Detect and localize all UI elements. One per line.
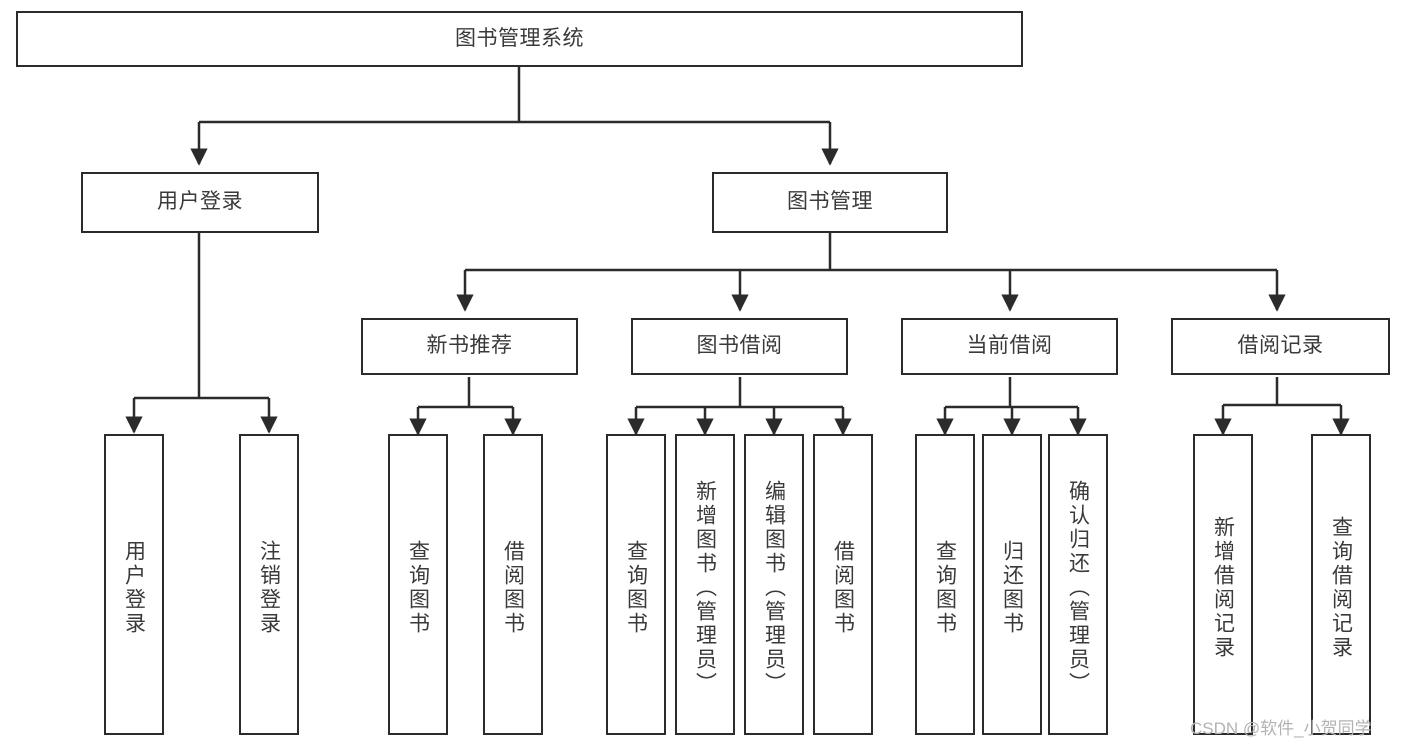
node-borrow-record[interactable]: 借阅记录	[1171, 318, 1390, 375]
node-new-book-rec[interactable]: 新书推荐	[361, 318, 578, 375]
node-leaf-edit-book[interactable]: 编辑图书（管理员）	[744, 434, 804, 735]
node-root-label: 图书管理系统	[455, 26, 584, 50]
node-root[interactable]: 图书管理系统	[16, 11, 1023, 67]
node-leaf-query-book-3-label: 查询图书	[933, 539, 957, 636]
node-leaf-query-record[interactable]: 查询借阅记录	[1311, 434, 1371, 735]
node-leaf-confirm-return[interactable]: 确认归还（管理员）	[1048, 434, 1108, 735]
node-leaf-edit-book-label: 编辑图书（管理员）	[762, 479, 786, 696]
node-book-manage[interactable]: 图书管理	[712, 172, 948, 233]
node-leaf-borrow-book-1[interactable]: 借阅图书	[483, 434, 543, 735]
node-current-borrow-label: 当前借阅	[966, 334, 1053, 358]
node-leaf-logout[interactable]: 注销登录	[239, 434, 299, 735]
node-leaf-confirm-return-label: 确认归还（管理员）	[1066, 479, 1090, 696]
node-leaf-user-login[interactable]: 用户登录	[104, 434, 164, 735]
node-leaf-add-book-label: 新增图书（管理员）	[693, 479, 717, 696]
node-leaf-query-record-label: 查询借阅记录	[1329, 515, 1353, 660]
node-leaf-query-book-2[interactable]: 查询图书	[606, 434, 666, 735]
node-book-borrow[interactable]: 图书借阅	[631, 318, 848, 375]
node-leaf-query-book-2-label: 查询图书	[624, 539, 648, 636]
node-leaf-query-book-1-label: 查询图书	[406, 539, 430, 636]
node-leaf-add-record[interactable]: 新增借阅记录	[1193, 434, 1253, 735]
node-borrow-record-label: 借阅记录	[1237, 334, 1324, 358]
node-user-login[interactable]: 用户登录	[81, 172, 319, 233]
node-book-manage-label: 图书管理	[787, 190, 873, 214]
node-leaf-return-book[interactable]: 归还图书	[982, 434, 1042, 735]
node-user-login-label: 用户登录	[157, 190, 243, 214]
node-leaf-add-book[interactable]: 新增图书（管理员）	[675, 434, 735, 735]
node-current-borrow[interactable]: 当前借阅	[901, 318, 1118, 375]
node-leaf-borrow-book-2-label: 借阅图书	[831, 539, 855, 636]
node-new-book-rec-label: 新书推荐	[426, 334, 513, 358]
node-leaf-borrow-book-1-label: 借阅图书	[501, 539, 525, 636]
node-leaf-return-book-label: 归还图书	[1000, 539, 1024, 636]
node-leaf-user-login-label: 用户登录	[122, 539, 146, 636]
node-book-borrow-label: 图书借阅	[696, 334, 783, 358]
node-leaf-add-record-label: 新增借阅记录	[1211, 515, 1235, 660]
node-leaf-query-book-3[interactable]: 查询图书	[915, 434, 975, 735]
node-leaf-logout-label: 注销登录	[257, 539, 281, 636]
node-leaf-query-book-1[interactable]: 查询图书	[388, 434, 448, 735]
node-leaf-borrow-book-2[interactable]: 借阅图书	[813, 434, 873, 735]
